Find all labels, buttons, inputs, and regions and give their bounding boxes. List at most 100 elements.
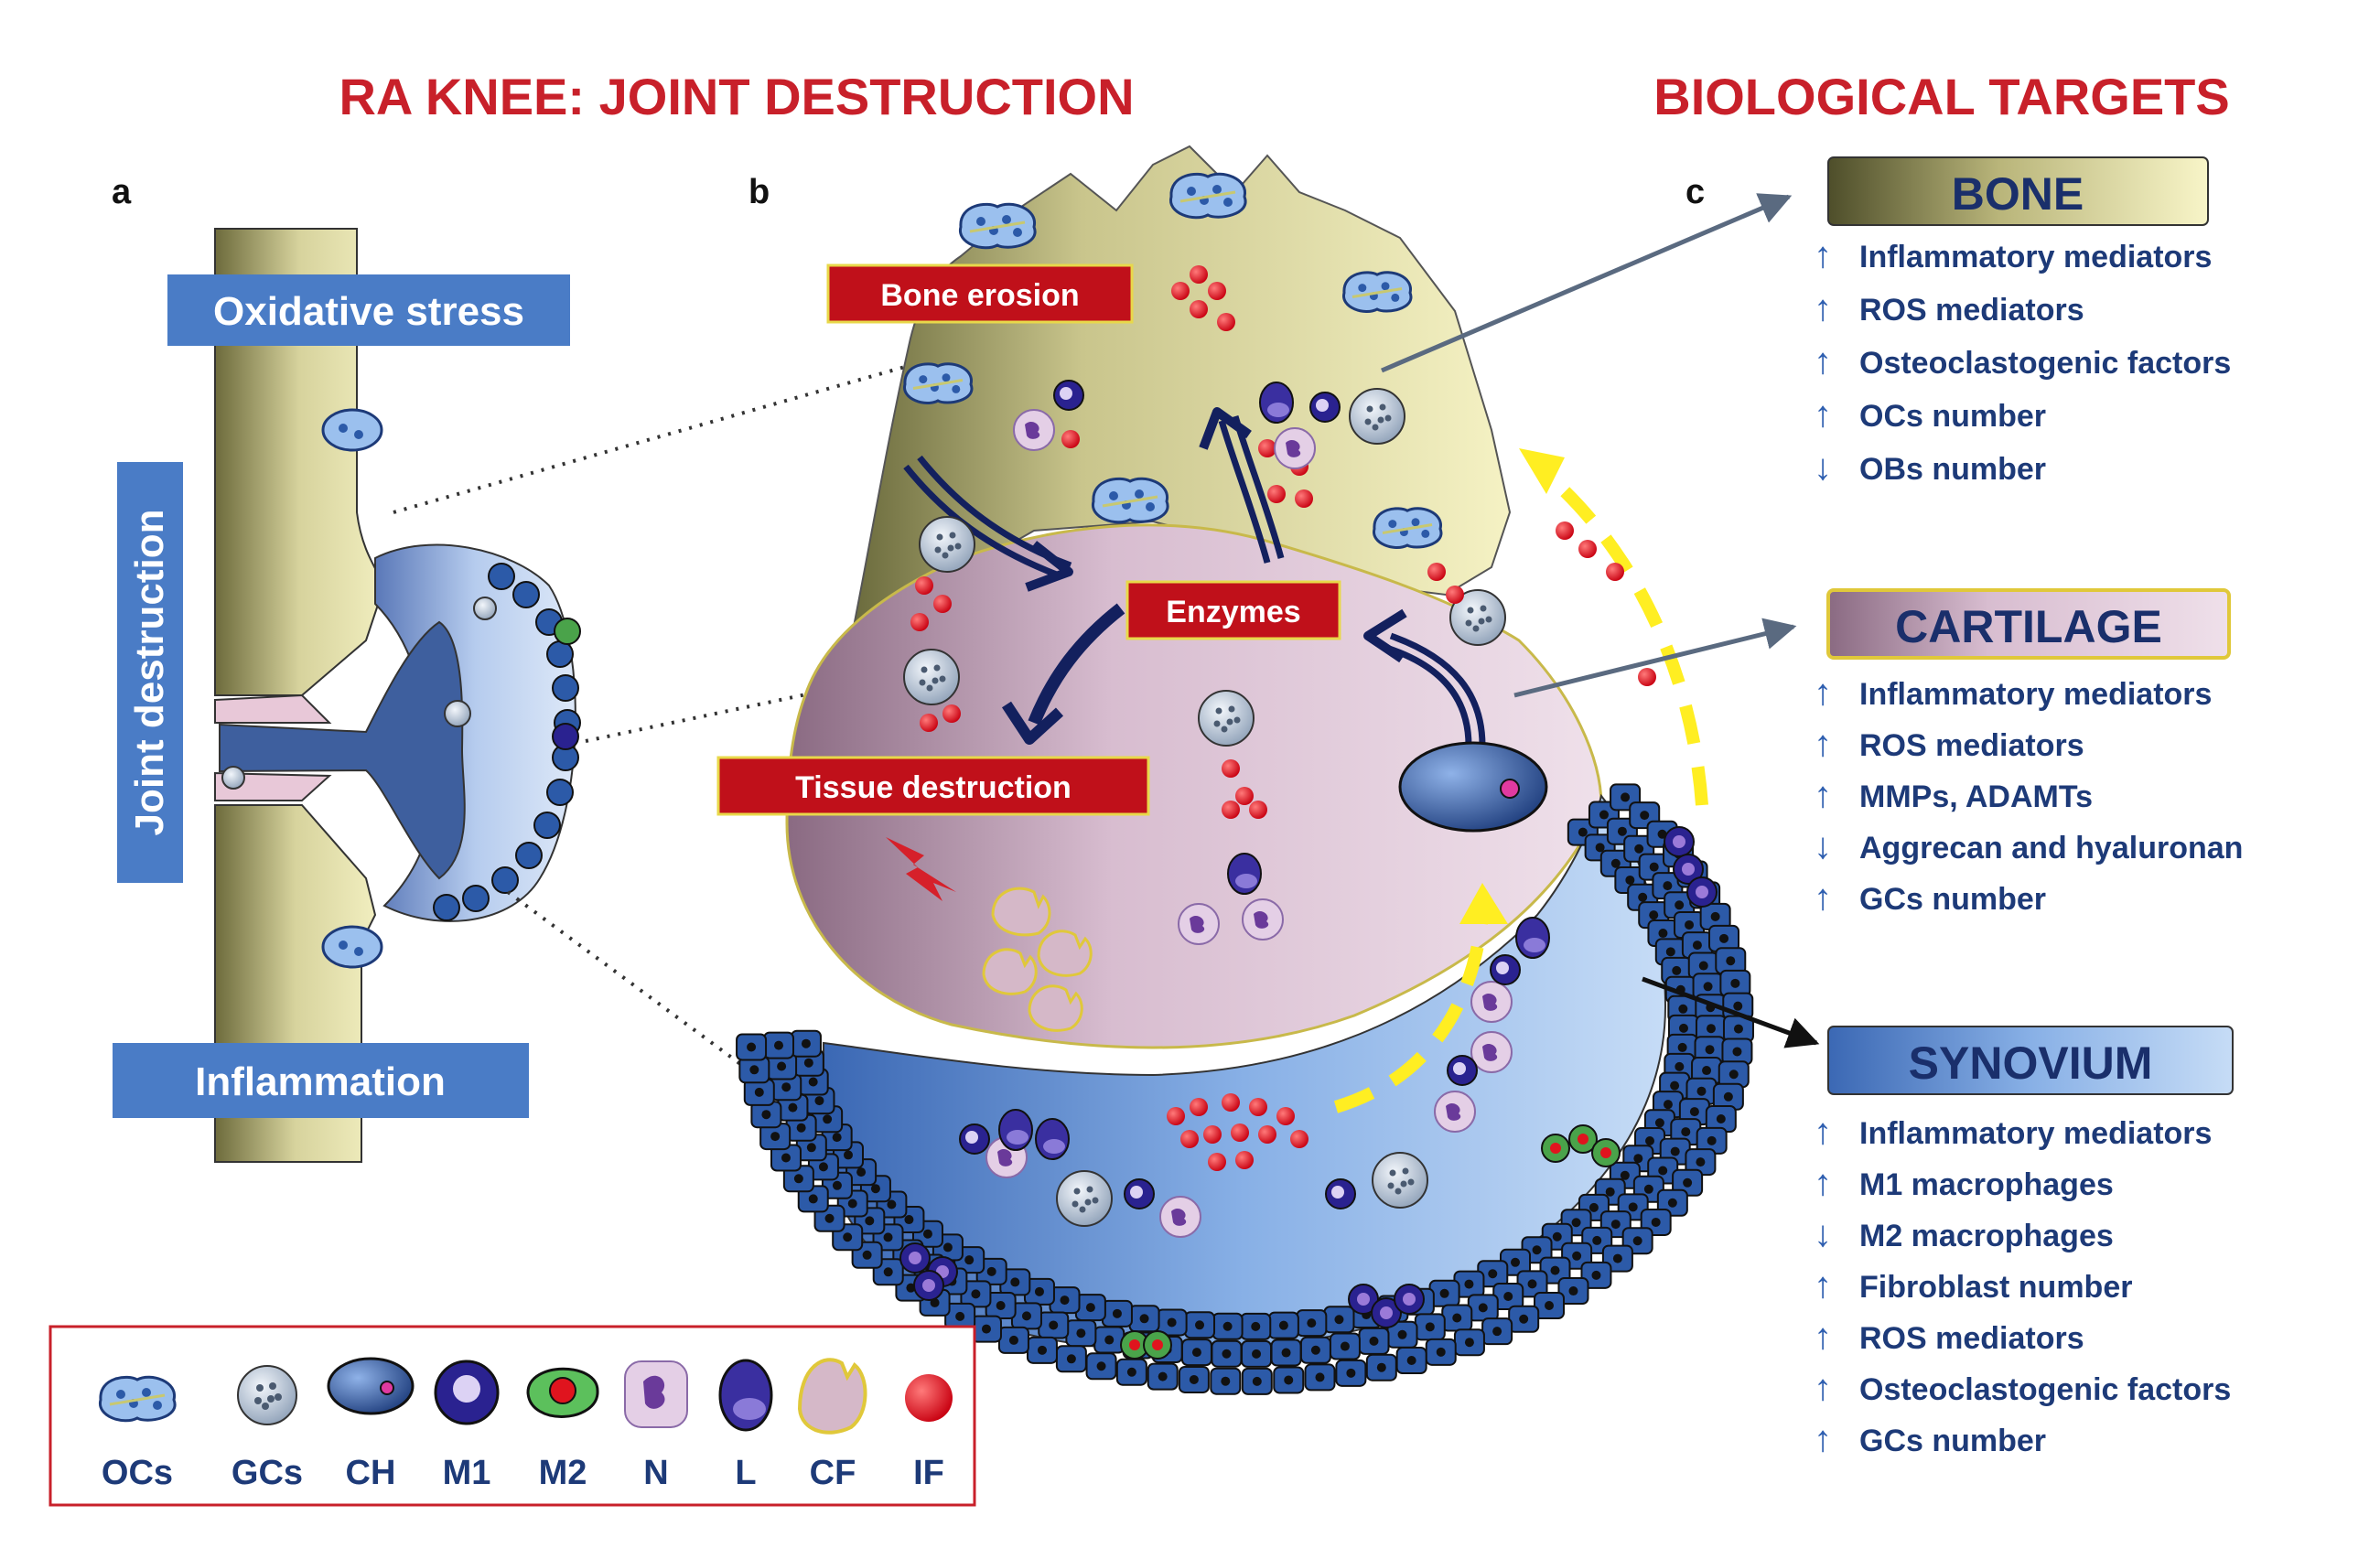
gc-cell	[903, 649, 960, 705]
cell-nucleus	[1464, 1338, 1474, 1348]
cell-nucleus	[1683, 1177, 1693, 1188]
cell-nucleus	[1284, 1375, 1294, 1385]
if-dot	[1190, 300, 1208, 318]
cell-nucleus	[1139, 1314, 1149, 1324]
cell-nucleus	[922, 1279, 935, 1292]
cell-nucleus	[747, 1042, 757, 1052]
cell-nucleus	[1503, 1291, 1513, 1301]
oc-cell-small-lower	[321, 925, 383, 969]
cartilage-target-direction: ↑	[1814, 877, 1832, 918]
cell-nucleus	[1191, 1348, 1201, 1358]
cell-nucleus	[906, 1283, 916, 1293]
cell-nucleus	[1380, 1306, 1393, 1319]
cell-nucleus	[856, 1167, 867, 1177]
cell-nucleus	[986, 1266, 996, 1276]
if-dot	[1222, 759, 1240, 778]
cell-nucleus	[1692, 941, 1702, 951]
bone-target-item: OBs number	[1859, 452, 2046, 487]
cartilage-target-direction: ↑	[1814, 724, 1832, 764]
cell-nucleus	[806, 1143, 816, 1153]
cell-nucleus	[1464, 1279, 1474, 1289]
cell-nucleus	[824, 1213, 835, 1223]
cell-nucleus	[770, 1132, 781, 1142]
cell-nucleus	[1665, 947, 1675, 957]
cell-nucleus	[1610, 1220, 1621, 1230]
cartilage-target-direction: ↑	[1814, 775, 1832, 815]
cell-nucleus	[843, 1232, 853, 1242]
cell-nucleus	[1640, 811, 1650, 821]
cell-nucleus	[1670, 1080, 1680, 1091]
synovial-cell-lining	[736, 783, 1754, 1395]
bone-target-direction: ↑	[1814, 288, 1832, 328]
synovium-target-item: Osteoclastogenic factors	[1859, 1372, 2231, 1407]
svg-text:Enzymes: Enzymes	[1166, 595, 1300, 629]
cell-nucleus	[796, 1123, 806, 1133]
legend-cf-icon	[797, 1358, 867, 1435]
inflammatory-factor-dots	[910, 265, 1656, 1171]
cell-nucleus	[1076, 1328, 1086, 1338]
bone-target-list: ↑Inflammatory mediators↑ROS mediators↑Os…	[1814, 235, 2231, 488]
cartilage-target-item: Aggrecan and hyaluronan	[1859, 831, 2243, 865]
if-dot	[1606, 563, 1624, 581]
svg-text:Joint destruction: Joint destruction	[127, 510, 172, 836]
joint-space-tongue	[219, 620, 466, 880]
cell-nucleus	[1221, 1376, 1231, 1386]
cell-nucleus	[832, 1180, 842, 1190]
cell-nucleus	[1591, 1270, 1601, 1280]
cell-nucleus	[1376, 1362, 1386, 1372]
synovium-target-list: ↑Inflammatory mediators↑M1 macrophages↓M…	[1814, 1112, 2231, 1459]
cell-nucleus	[781, 1082, 792, 1092]
tissue-destruction-label: Tissue destruction	[716, 756, 1150, 816]
gc-cell-small	[221, 766, 245, 790]
synovium-target-direction: ↑	[1814, 1317, 1832, 1357]
oc-cell	[903, 362, 974, 404]
cell-nucleus	[1728, 1070, 1739, 1080]
gc-cell	[1198, 690, 1255, 747]
oc-cell	[1169, 172, 1247, 220]
target-synovium-title: SYNOVIUM	[1909, 1037, 2153, 1089]
legend-label-if: IF	[913, 1454, 944, 1492]
panel-b-joint-zoom: Bone erosion Enzymes Tissue destruction	[716, 145, 1754, 1395]
synovium-target-direction: ↑	[1814, 1265, 1832, 1306]
target-pointer-arrows	[1381, 193, 1820, 1048]
if-dot	[1222, 801, 1240, 819]
heading-biological-targets: BIOLOGICAL TARGETS	[1653, 68, 2229, 125]
cell-nucleus	[1010, 1277, 1020, 1287]
cell-nucleus	[1667, 1198, 1677, 1208]
cell-nucleus	[870, 1184, 880, 1194]
synovium-target-item: M1 macrophages	[1859, 1167, 2114, 1202]
cell-nucleus	[1403, 1293, 1416, 1306]
cell-nucleus	[1677, 1042, 1687, 1052]
cell-nucleus	[1550, 1143, 1561, 1154]
cell-nucleus	[1578, 827, 1588, 837]
cell-nucleus	[1649, 862, 1659, 872]
cartilage-target-item: Inflammatory mediators	[1859, 677, 2212, 712]
synovial-cell-layer-small	[433, 563, 581, 921]
synovium-target-direction: ↑	[1814, 1112, 1832, 1152]
if-dot	[910, 613, 929, 631]
gc-cell	[1449, 589, 1506, 646]
oc-cells	[903, 172, 1443, 549]
cell-nucleus	[801, 1038, 811, 1048]
cell-nucleus	[1112, 1308, 1122, 1318]
if-dot	[1167, 1107, 1185, 1125]
cell-nucleus	[1703, 982, 1713, 992]
cartilage-strip-upper	[214, 693, 332, 724]
legend-if-icon	[905, 1374, 953, 1422]
cell-nucleus	[1425, 1322, 1435, 1332]
if-dot	[1446, 586, 1464, 604]
legend-label-ocs: OCs	[102, 1454, 173, 1492]
cell-nucleus	[1682, 863, 1695, 876]
cell-nucleus	[1719, 933, 1729, 943]
yellow-dashed-arrows	[1333, 461, 1708, 1113]
cell-nucleus	[1310, 1345, 1320, 1355]
if-dot	[1222, 1093, 1240, 1112]
if-dot	[915, 576, 933, 595]
cell-nucleus	[1726, 956, 1736, 966]
target-cartilage-title: CARTILAGE	[1895, 601, 2162, 652]
svg-text:Inflammation: Inflammation	[195, 1059, 446, 1104]
cell-nucleus	[1397, 1329, 1407, 1339]
synovium-target-item: M2 macrophages	[1859, 1219, 2114, 1253]
cell-nucleus	[1189, 1374, 1199, 1384]
